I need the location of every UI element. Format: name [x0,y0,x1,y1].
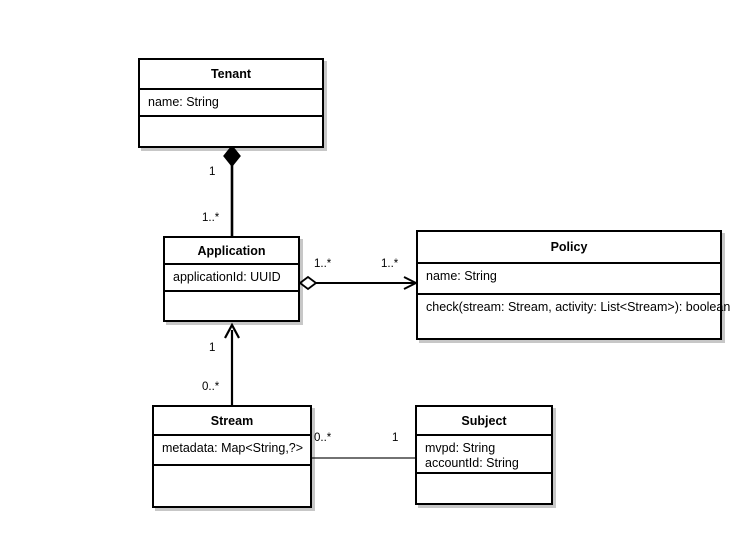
class-operations-application [165,292,298,320]
class-operations-subject [417,474,551,503]
class-title-subject: Subject [417,407,551,436]
attribute-line: name: String [148,95,219,109]
multiplicity-tenant-side: 1 [209,166,216,178]
class-box-stream[interactable]: Stream metadata: Map<String,?> [152,405,312,508]
class-box-subject[interactable]: Subject mvpd: String accountId: String [415,405,553,505]
class-attributes-policy: name: String [418,264,720,295]
class-box-tenant[interactable]: Tenant name: String [138,58,324,148]
multiplicity-application-policy-source: 1..* [314,258,332,270]
class-attributes-subject: mvpd: String accountId: String [417,436,551,474]
attribute-line: applicationId: UUID [173,270,281,284]
attribute-line: mvpd: String [425,441,496,455]
class-operations-policy: check(stream: Stream, activity: List<Str… [418,295,731,338]
class-attributes-tenant: name: String [140,90,322,117]
class-operations-tenant [140,117,322,146]
operation-line: check(stream: Stream, activity: List<Str… [426,300,731,314]
multiplicity-application-side: 1..* [202,212,220,224]
multiplicity-stream-subject-target: 1 [392,432,399,444]
attribute-line: name: String [426,269,497,283]
attribute-line: accountId: String [425,456,519,470]
class-title-stream: Stream [154,407,310,436]
class-title-application: Application [165,238,298,265]
class-title-policy: Policy [418,232,720,264]
class-attributes-stream: metadata: Map<String,?> [154,436,310,466]
class-box-application[interactable]: Application applicationId: UUID [163,236,300,322]
edge-stream-application [224,322,240,405]
attribute-line: metadata: Map<String,?> [162,441,304,455]
edge-application-policy [298,275,419,291]
edge-tenant-application [223,144,241,236]
multiplicity-stream-application-target: 1 [209,342,216,354]
class-title-tenant: Tenant [140,60,322,90]
class-operations-stream [154,466,310,506]
multiplicity-stream-application-source: 0..* [202,381,220,393]
class-box-policy[interactable]: Policy name: String check(stream: Stream… [416,230,731,340]
multiplicity-application-policy-target: 1..* [381,258,399,270]
class-attributes-application: applicationId: UUID [165,265,298,292]
multiplicity-stream-subject-source: 0..* [314,432,332,444]
